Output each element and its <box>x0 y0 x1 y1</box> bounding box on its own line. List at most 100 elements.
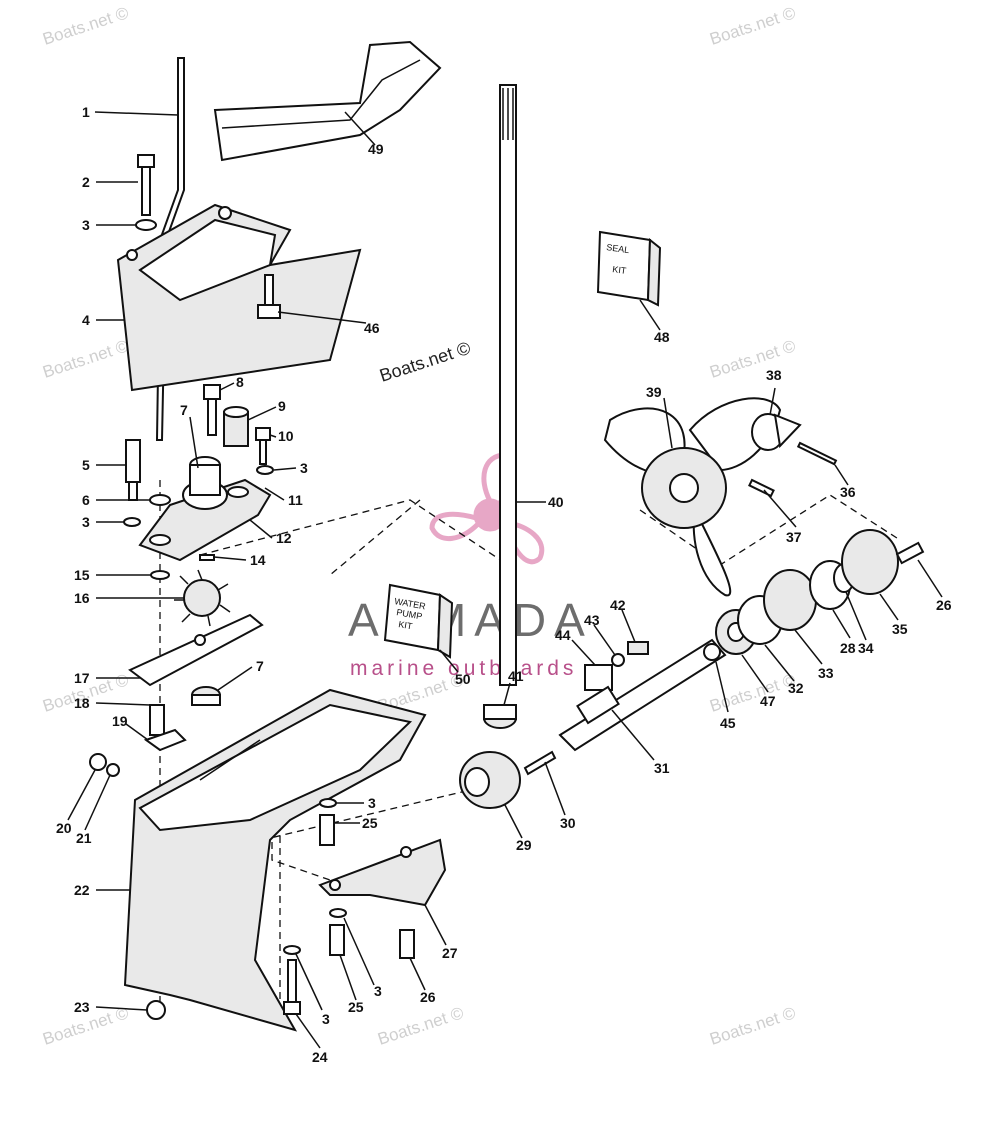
watermark: Boats.net © <box>40 336 131 382</box>
part-bracket-18 <box>149 704 165 736</box>
callout-label: 11 <box>288 492 303 508</box>
callout-label: 7 <box>256 658 264 674</box>
callout-label: 5 <box>82 457 90 473</box>
callout-label: 26 <box>420 989 436 1005</box>
callout-label: 16 <box>74 590 90 606</box>
part-prop-shaft-31 <box>558 638 727 752</box>
callout-label: 1 <box>82 104 90 120</box>
part-screw-46 <box>257 274 281 319</box>
part-gasket-49 <box>213 40 442 162</box>
part-key-14 <box>199 554 215 561</box>
callout-label: 15 <box>74 567 90 583</box>
callout-label: 47 <box>760 693 776 709</box>
brand-tagline: marine outboards <box>350 657 577 680</box>
callout-label: 45 <box>720 715 736 731</box>
part-pin-30 <box>523 750 557 776</box>
watermark: Boats.net © <box>40 3 131 49</box>
callout-label: 20 <box>56 820 72 836</box>
seal-kit-label: KIT <box>612 264 628 276</box>
callout-label: 28 <box>840 640 856 656</box>
part-pinion-41 <box>483 704 517 729</box>
part-washer-45 <box>703 643 721 661</box>
callout-label: 17 <box>74 670 90 686</box>
part-washer-15 <box>150 570 170 580</box>
callout-label: 46 <box>364 320 380 336</box>
callout-label: 32 <box>788 680 804 696</box>
part-washer-3 <box>283 945 301 955</box>
watermark: Boats.net © <box>707 3 798 49</box>
callout-label: 3 <box>368 795 376 811</box>
callout-label: 14 <box>250 552 266 568</box>
seal-kit-box-48: SEAL KIT <box>596 230 662 307</box>
part-bolt-24 <box>283 959 301 1015</box>
callout-label: 24 <box>312 1049 328 1065</box>
part-bolt-2 <box>137 154 155 216</box>
propeller-logo-icon <box>429 452 545 565</box>
part-propeller-39 <box>603 397 782 597</box>
part-washer-21 <box>106 763 120 777</box>
callout-label: 25 <box>348 999 364 1015</box>
watermark: Boats.net © <box>707 336 798 382</box>
callout-label: 7 <box>180 402 188 418</box>
callout-label: 50 <box>455 671 471 687</box>
part-nut-20 <box>89 753 107 771</box>
callout-label: 8 <box>236 374 244 390</box>
part-spring-42 <box>627 641 649 655</box>
center-watermark: Boats.net © <box>377 338 473 386</box>
part-forward-gear-29 <box>459 751 521 809</box>
part-plate-17 <box>128 613 264 687</box>
callout-label: 3 <box>322 1011 330 1027</box>
callout-label: 10 <box>278 428 294 444</box>
callout-label: 36 <box>840 484 856 500</box>
callout-label: 3 <box>82 514 90 530</box>
part-prop-nut-38 <box>751 413 802 451</box>
part-pump-housing-12 <box>138 456 272 562</box>
part-bolt-8 <box>203 384 221 436</box>
callout-label: 49 <box>368 141 384 157</box>
part-screw-26 <box>895 541 925 565</box>
callout-label: 6 <box>82 492 90 508</box>
part-clutch-spring-44 <box>584 664 613 691</box>
brand-logo: ARMADA marine outboards <box>348 452 585 680</box>
part-shear-pin-37 <box>748 478 775 498</box>
callout-label: 30 <box>560 815 576 831</box>
callout-label: 22 <box>74 882 90 898</box>
callout-label: 23 <box>74 999 90 1015</box>
callout-labels: 1 2 3 4 5 6 3 7 8 9 10 3 11 12 14 15 16 … <box>56 104 952 1065</box>
part-seal-7 <box>191 686 221 706</box>
part-washer-6 <box>149 494 171 506</box>
part-exhaust-plate-4 <box>116 203 362 392</box>
part-carrier-33 <box>763 569 817 631</box>
callout-label: 27 <box>442 945 458 961</box>
leader-lines <box>67 111 943 1049</box>
part-impeller-16 <box>174 569 231 627</box>
callout-label: 18 <box>74 695 90 711</box>
callout-label: 42 <box>610 597 626 613</box>
callout-label: 12 <box>276 530 292 546</box>
part-gear-housing-22 <box>123 688 427 1032</box>
part-washer-3 <box>135 219 157 231</box>
watermark: Boats.net © <box>707 1003 798 1049</box>
water-pump-kit-box-50: WATER PUMP KIT <box>383 583 454 659</box>
part-screw-25 <box>319 814 335 846</box>
part-screw-26 <box>399 929 415 959</box>
watermark: Boats.net © <box>707 670 798 716</box>
callout-label: 33 <box>818 665 834 681</box>
callout-label: 25 <box>362 815 378 831</box>
callout-label: 38 <box>766 367 782 383</box>
callout-label: 48 <box>654 329 670 345</box>
callout-label: 3 <box>82 217 90 233</box>
callout-label: 41 <box>508 668 524 684</box>
part-stud-5 <box>125 439 141 501</box>
callout-label: 21 <box>76 830 92 846</box>
callout-label: 29 <box>516 837 532 853</box>
part-cap-35 <box>841 529 899 595</box>
part-drive-shaft-40 <box>499 84 517 686</box>
part-washer-3 <box>319 798 337 808</box>
part-ball-43 <box>611 653 625 667</box>
callout-label: 37 <box>786 529 802 545</box>
seal-kit-label: SEAL <box>606 242 630 255</box>
watermark: Boats.net © <box>375 1003 466 1049</box>
callout-label: 2 <box>82 174 90 190</box>
callout-label: 35 <box>892 621 908 637</box>
